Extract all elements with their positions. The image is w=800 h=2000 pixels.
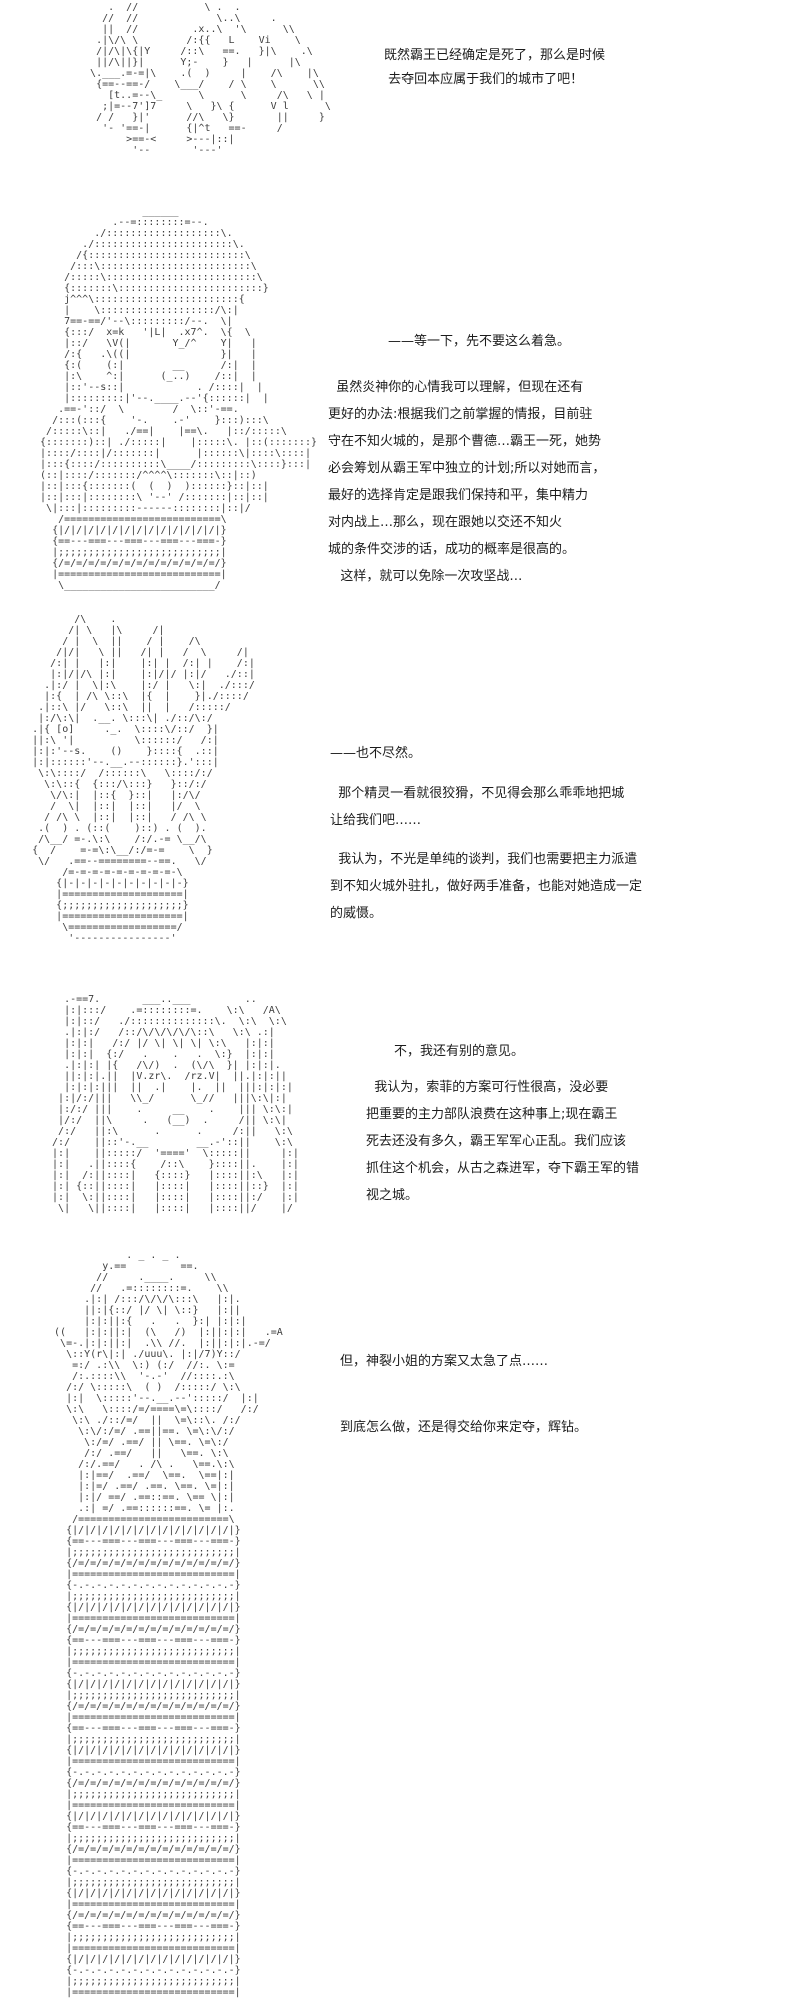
dialogue-block: 到底怎么做，还是得交给你来定夺，辉钻。 xyxy=(340,1420,588,1435)
ascii-art-character-3: /\ . /| \ |\ /| / | \ || / | /\ /|/| \ |… xyxy=(32,614,255,944)
ascii-art-character-2: ______ .--=::::::::=--. ./::::::::::::::… xyxy=(40,206,317,591)
ascii-art-character-4: .-==7. ___..___ .. |:|:::/ .=::::::::=. … xyxy=(52,994,299,1214)
ascii-art-character-1: . // \ . . // // \..\ . || // .x..\ '\ \… xyxy=(90,2,331,156)
dialogue-block: 那个精灵一看就很狡猾，不见得会那么乖乖地把城 让给我们吧…… xyxy=(330,786,625,828)
dialogue-block: ——等一下，先不要这么着急。 xyxy=(388,334,571,349)
dialogue-block: 我认为，不光是单纯的谈判，我们也需要把主力派遣 到不知火城外驻扎，做好两手准备，… xyxy=(330,852,643,921)
ascii-art-character-5: . _ . _ . y.== ==. // .____. \\ // .=:::… xyxy=(54,1250,283,1998)
dialogue-block: 既然霸王已经确定是死了，那么是时候 去夺回本应属于我们的城市了吧！ xyxy=(384,48,606,87)
dialogue-block: ——也不尽然。 xyxy=(330,746,422,761)
dialogue-block: 但，神裂小姐的方案又太急了点…… xyxy=(340,1354,549,1369)
dialogue-block: 不，我还有别的意见。 xyxy=(394,1044,525,1059)
dialogue-block: 我认为，索菲的方案可行性很高，没必要 把重要的主力部队浪费在这种事上;现在霸王 … xyxy=(366,1080,640,1203)
dialogue-block: 虽然炎神你的心情我可以理解，但现在还有 更好的办法:根据我们之前掌握的情报，目前… xyxy=(328,380,606,584)
